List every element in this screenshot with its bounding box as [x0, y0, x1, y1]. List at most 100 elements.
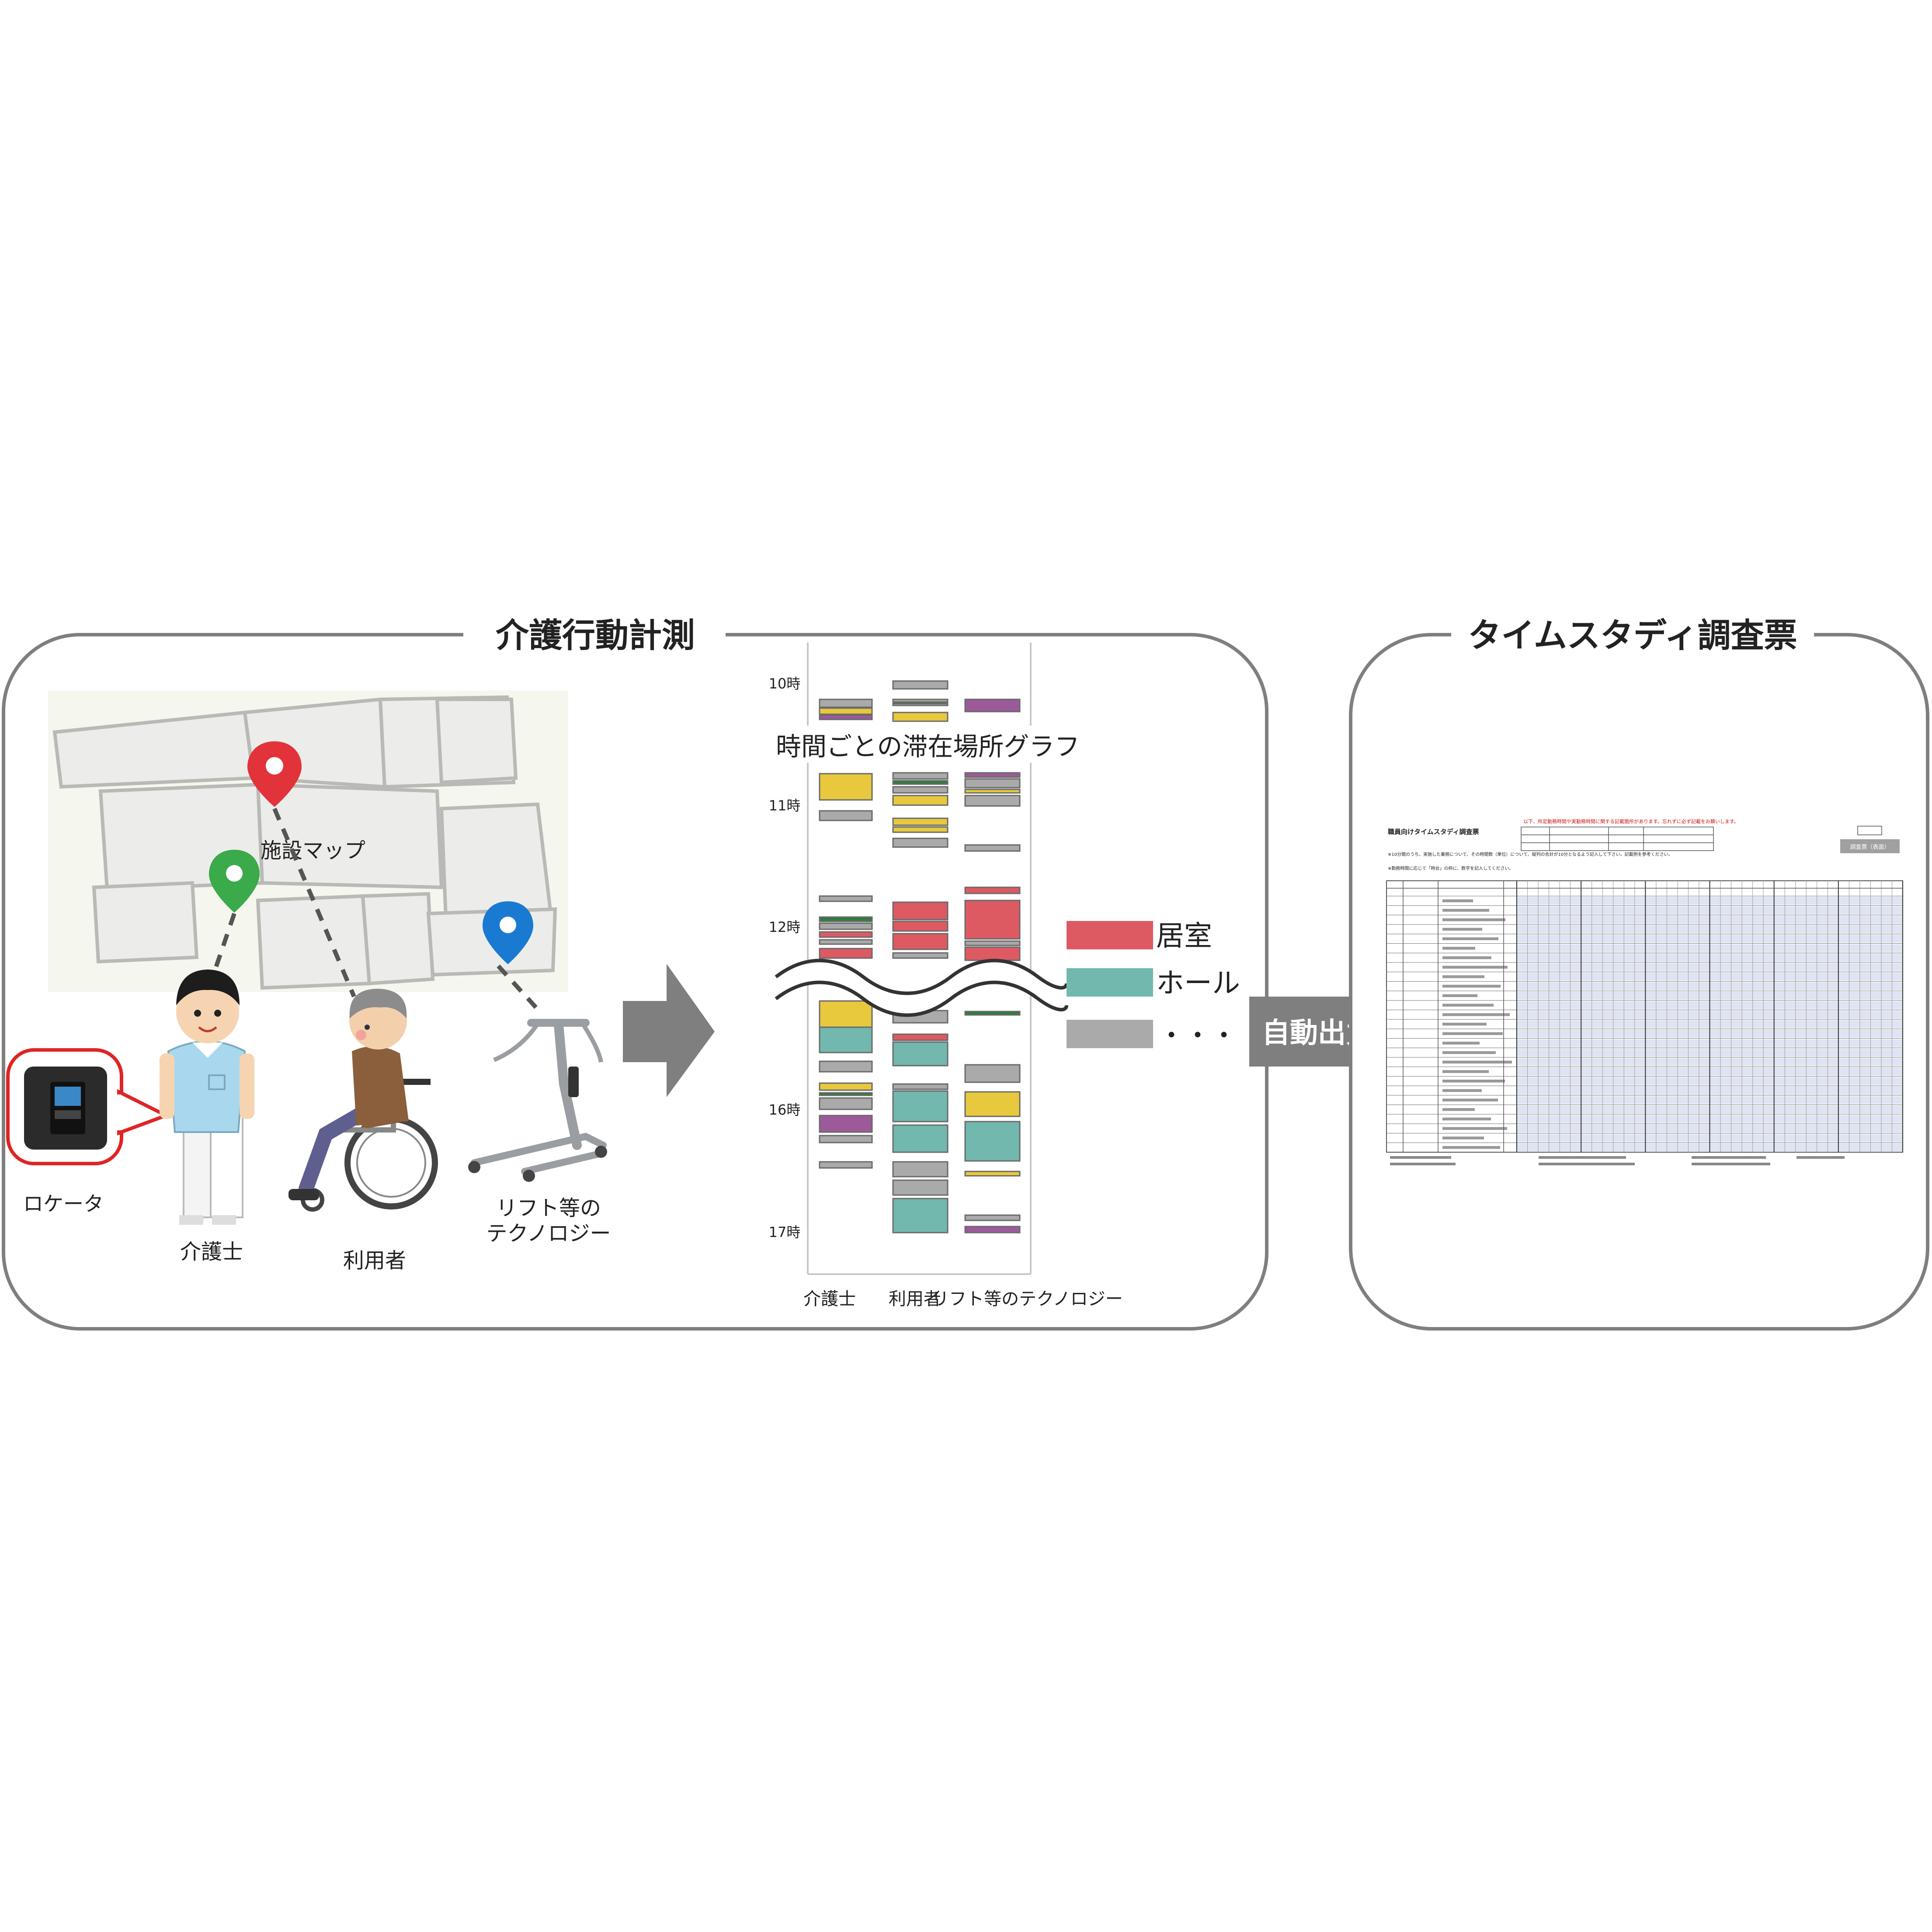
form-grid-row-text: [1442, 966, 1508, 969]
form-grid-row-text: [1442, 1032, 1503, 1035]
column-label-lift: リフト等のテクノロジー: [931, 1289, 1123, 1309]
stay-bar: [964, 946, 1021, 961]
stay-bar: [964, 844, 1021, 852]
form-grid-row-text: [1442, 1117, 1491, 1121]
stay-bar: [892, 1041, 949, 1067]
stay-bar: [964, 1011, 1021, 1016]
form-grid-row-text: [1442, 909, 1489, 912]
stay-bar: [819, 1026, 873, 1053]
stay-bar: [892, 921, 949, 932]
stay-bar: [964, 1121, 1021, 1162]
stay-bar: [892, 1179, 949, 1196]
form-grid-row-text: [1442, 1136, 1484, 1140]
form-note-1: ※10分間のうち、実施した業務について、その時間数（単位）について、縦列の合計が…: [1388, 851, 1673, 857]
left-panel-title: 介護行動計測: [496, 616, 695, 655]
caregiver-figure: 介護士: [160, 969, 254, 1264]
stay-bar: [819, 931, 873, 938]
legend: 居室 ホール ・・・: [1067, 920, 1240, 1051]
form-grid-row-text: [1442, 1108, 1475, 1111]
stay-bar: [892, 680, 949, 690]
stay-bar: [964, 1226, 1021, 1234]
stay-bar: [892, 701, 949, 705]
form-header-table: [1521, 827, 1714, 851]
stay-bar: [819, 948, 873, 959]
form-grid-row-text: [1442, 918, 1505, 921]
legend-label-other: ・・・: [1158, 1021, 1237, 1051]
stay-bar: [964, 698, 1021, 712]
form-grid-row-text: [1442, 1060, 1512, 1064]
stay-bar: [892, 837, 949, 848]
form-badge: 調査票（表面）: [1850, 844, 1890, 851]
stay-bar: [819, 773, 873, 801]
graph-title: 時間ごとの滞在場所グラフ: [776, 732, 1080, 761]
map-label: 施設マップ: [261, 838, 365, 863]
column-label-caregiver: 介護士: [803, 1289, 856, 1309]
lift-figure: [468, 1019, 607, 1182]
form-grid-row-text: [1442, 1146, 1500, 1149]
form-grid-row-text: [1442, 994, 1477, 997]
stay-bar: [819, 1060, 873, 1073]
stay-bar: [892, 1083, 949, 1090]
lift-label-line2: テクノロジー: [486, 1221, 611, 1246]
form-grid-row-text: [1442, 984, 1501, 988]
column-label-user: 利用者: [889, 1289, 941, 1309]
blue-pin-icon: [483, 901, 533, 964]
stay-bar: [819, 810, 873, 821]
stay-bar: [892, 780, 949, 785]
legend-label-room: 居室: [1156, 920, 1212, 952]
form-grid-row-text: [1442, 1013, 1510, 1016]
stay-bar: [819, 939, 873, 945]
stay-bar: [892, 1161, 949, 1178]
form-grid-row-text: [1442, 947, 1475, 950]
right-panel-title: タイムスタディ調査票: [1468, 616, 1797, 655]
time-label-11: 11時: [769, 797, 801, 814]
stay-bar: [964, 1091, 1021, 1117]
time-break-line-bottom: [775, 980, 1068, 1017]
stay-bar: [892, 1124, 949, 1153]
form-grid-row-text: [1442, 975, 1484, 978]
form-grid-row-text: [1442, 937, 1498, 940]
form-grid: [1386, 880, 1903, 1153]
stay-bar: [819, 1161, 873, 1169]
locator-label: ロケータ: [23, 1192, 104, 1216]
stay-bar: [892, 786, 949, 794]
green-pin-icon: [209, 850, 260, 913]
locator-device: ロケータ: [6, 1048, 171, 1216]
stay-bar: [892, 826, 949, 833]
stay-bar: [964, 1214, 1021, 1221]
stay-location-graph: 時間ごとの滞在場所グラフ 10時 11時 12時 16時 17時 介護士 利用者…: [769, 643, 1123, 1309]
time-label-12: 12時: [769, 919, 801, 935]
form-grid-row-text: [1442, 1051, 1496, 1054]
stay-bar: [964, 1064, 1021, 1083]
stay-bar: [892, 1090, 949, 1122]
form-grid-row-text: [1442, 899, 1473, 903]
stay-bar: [819, 1115, 873, 1133]
form-grid-row-text: [1442, 1022, 1487, 1026]
stay-bar: [964, 886, 1021, 894]
form-grid-row-text: [1442, 956, 1491, 959]
stay-bar: [892, 933, 949, 950]
stay-bar: [819, 1082, 873, 1091]
graph-title-bg: [774, 726, 1071, 763]
stay-bar: [892, 817, 949, 826]
legend-label-hall: ホール: [1156, 967, 1240, 1000]
form-title: 職員向けタイムスタディ調査票: [1388, 828, 1479, 836]
time-label-10: 10時: [769, 675, 801, 692]
wheelchair-user-figure: 利用者: [288, 989, 438, 1273]
stay-bar: [964, 772, 1021, 778]
form-grid-row-text: [1442, 1004, 1494, 1007]
stay-bar: [819, 698, 873, 708]
stay-bar: [964, 940, 1021, 946]
stay-bar: [964, 795, 1021, 807]
right-title-bg: [1451, 612, 1814, 660]
stay-bar: [892, 901, 949, 921]
form-grid-row-text: [1442, 1089, 1482, 1092]
stay-bar: [892, 952, 949, 959]
form-id-box: [1857, 826, 1882, 835]
time-label-16: 16時: [769, 1102, 801, 1118]
stay-bar: [819, 707, 873, 715]
form-grid-row-text: [1442, 1070, 1489, 1073]
stay-bar: [819, 916, 873, 922]
caregiver-label: 介護士: [180, 1240, 243, 1264]
